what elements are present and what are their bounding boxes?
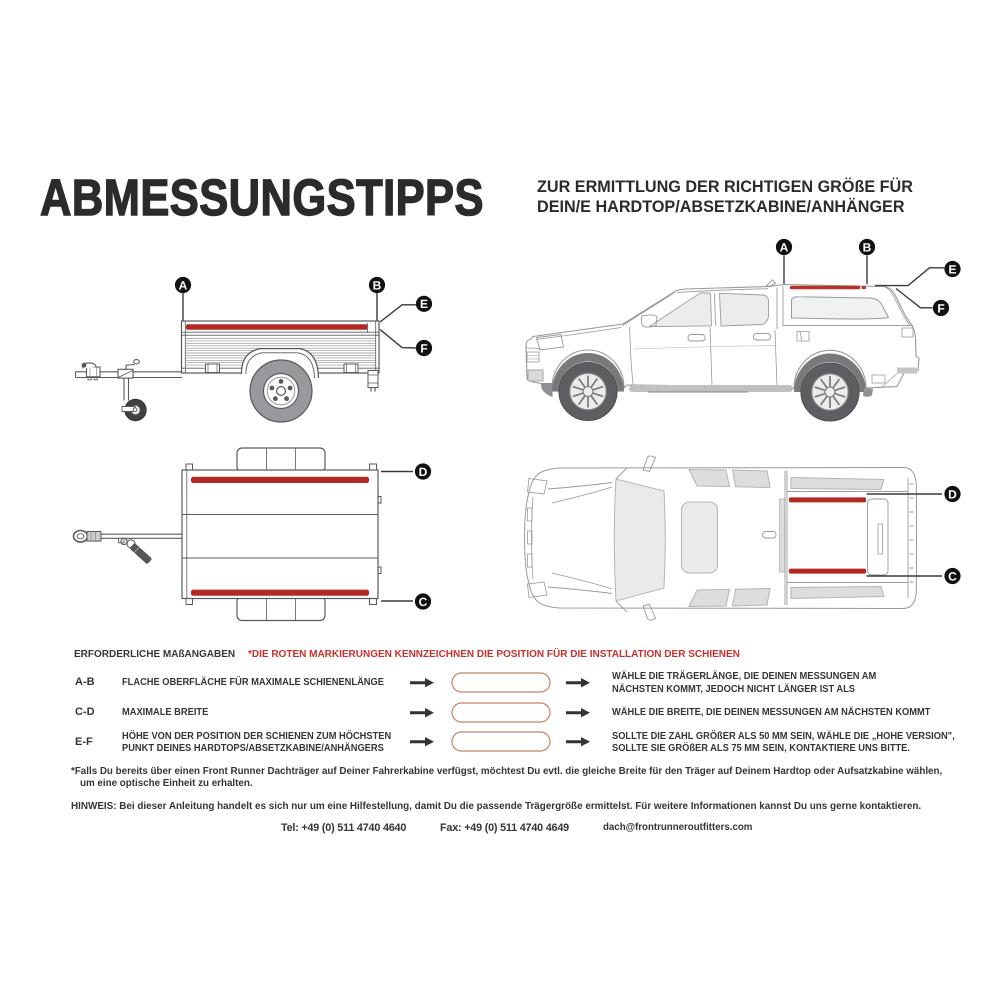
svg-text:C: C	[419, 595, 428, 609]
svg-text:F: F	[420, 341, 427, 355]
svg-text:C: C	[948, 569, 957, 583]
svg-text:A: A	[179, 278, 188, 292]
svg-text:A: A	[780, 240, 789, 254]
svg-text:B: B	[863, 240, 872, 254]
svg-text:D: D	[419, 465, 428, 479]
svg-text:E: E	[420, 297, 428, 311]
svg-text:B: B	[373, 278, 382, 292]
svg-text:D: D	[948, 487, 957, 501]
svg-text:E: E	[948, 262, 956, 276]
svg-text:F: F	[937, 301, 944, 315]
